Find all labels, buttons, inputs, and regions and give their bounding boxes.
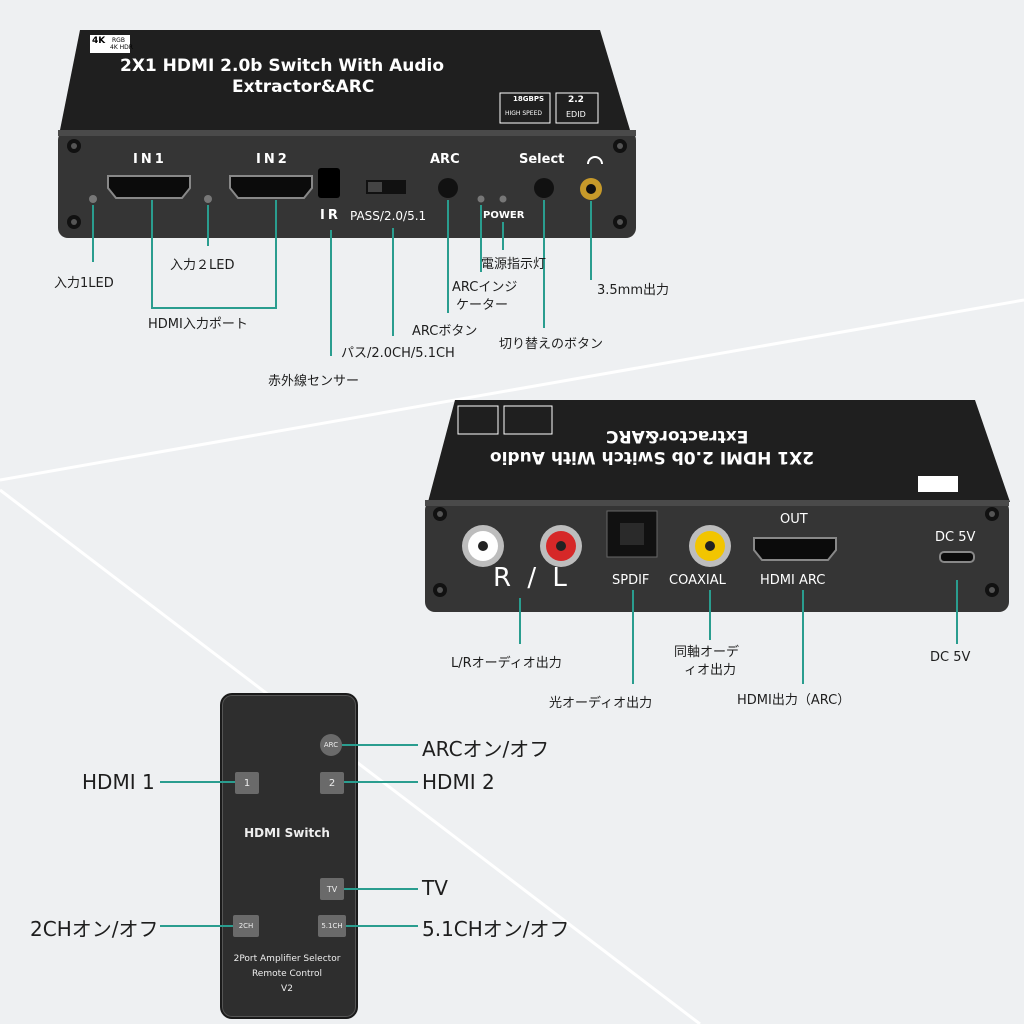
remote-footer-1: 2Port Amplifier Selector (233, 954, 341, 964)
remote-51ch-button[interactable]: 5.1CH (318, 915, 346, 937)
coaxial-label: COAXIAL (669, 573, 726, 588)
hdmi-arc-label: HDMI ARC (760, 573, 826, 588)
callout-remote-hdmi1: HDMI 1 (82, 770, 155, 794)
hdmi-out-label: OUT (780, 512, 808, 527)
back-title-line1: 2X1 HDMI 2.0b Switch With Audio (490, 447, 815, 467)
callout-remote-tv: TV (422, 876, 448, 900)
port-in2-label: IN2 (256, 152, 290, 167)
callout-lr-audio: L/Rオーディオ出力 (451, 656, 562, 671)
remote-footer-2: Remote Control (251, 969, 323, 979)
front-device (58, 30, 636, 238)
rl-label: R / L (493, 563, 571, 593)
back-title-line2: Extractor&ARC (606, 426, 749, 446)
remote-hdmi2-button[interactable]: 2 (320, 772, 344, 794)
spec-high-speed: HIGH SPEED (505, 110, 542, 117)
callout-remote-hdmi2: HDMI 2 (422, 770, 495, 794)
spec-edid: EDID (566, 110, 586, 119)
back-callout-lines (519, 580, 958, 684)
callout-arc-indicator-2: ケーター (456, 298, 509, 313)
dc-label: DC 5V (935, 530, 976, 545)
front-callout-lines (92, 200, 592, 356)
remote-arc-button[interactable]: ARC (320, 734, 342, 756)
front-title-line1: 2X1 HDMI 2.0b Switch With Audio (120, 56, 445, 76)
ir-label: IR (320, 208, 341, 223)
remote-2ch-button[interactable]: 2CH (233, 915, 259, 937)
callout-optical: 光オーディオ出力 (549, 696, 653, 711)
callout-arc-indicator-1: ARCインジ (452, 280, 518, 295)
callout-coaxial-2: ィオ出力 (684, 663, 737, 678)
callout-remote-arc: ARCオン/オフ (422, 737, 550, 761)
callout-select-button: 切り替えのボタン (499, 337, 604, 352)
remote-tv-button[interactable]: TV (320, 878, 344, 900)
callout-arc-button: ARCボタン (412, 324, 478, 339)
remote-footer-3: V2 (281, 984, 293, 994)
callout-pass-switch: パス/2.0CH/5.1CH (341, 346, 455, 361)
callout-35mm-output: 3.5mm出力 (597, 283, 670, 298)
callout-hdmi-out: HDMI出力（ARC） (737, 693, 851, 708)
callout-ir-sensor: 赤外線センサー (268, 374, 360, 389)
callout-power-led: 電源指示灯 (481, 257, 547, 272)
switch-label: PASS/2.0/5.1 (350, 209, 427, 223)
badge-rgb: RGB (112, 37, 125, 44)
badge-4k: 4K (92, 36, 106, 46)
power-label: POWER (483, 210, 525, 221)
remote-callout-lines (160, 744, 418, 927)
arc-button-label: ARC (430, 152, 460, 167)
back-device (425, 400, 1010, 612)
spec-speed: 18GBPS (513, 95, 544, 103)
front-title-line2: Extractor&ARC (232, 77, 375, 97)
port-in1-label: IN1 (133, 152, 167, 167)
callout-input1-led: 入力1LED (54, 276, 114, 291)
select-button-label: Select (519, 152, 565, 167)
remote-title: HDMI Switch (244, 826, 330, 840)
callout-input2-led: 入力２LED (170, 258, 235, 273)
callout-remote-51ch: 5.1CHオン/オフ (422, 917, 570, 941)
callout-remote-2ch: 2CHオン/オフ (30, 917, 159, 941)
callout-hdmi-input: HDMI入力ポート (148, 317, 248, 332)
spec-edid-version: 2.2 (568, 95, 584, 105)
callout-coaxial-1: 同軸オーデ (674, 645, 740, 660)
remote-hdmi1-button[interactable]: 1 (235, 772, 259, 794)
spdif-label: SPDIF (612, 573, 650, 588)
badge-hdr: 4K HDR (110, 44, 133, 51)
callout-dc: DC 5V (930, 650, 971, 665)
